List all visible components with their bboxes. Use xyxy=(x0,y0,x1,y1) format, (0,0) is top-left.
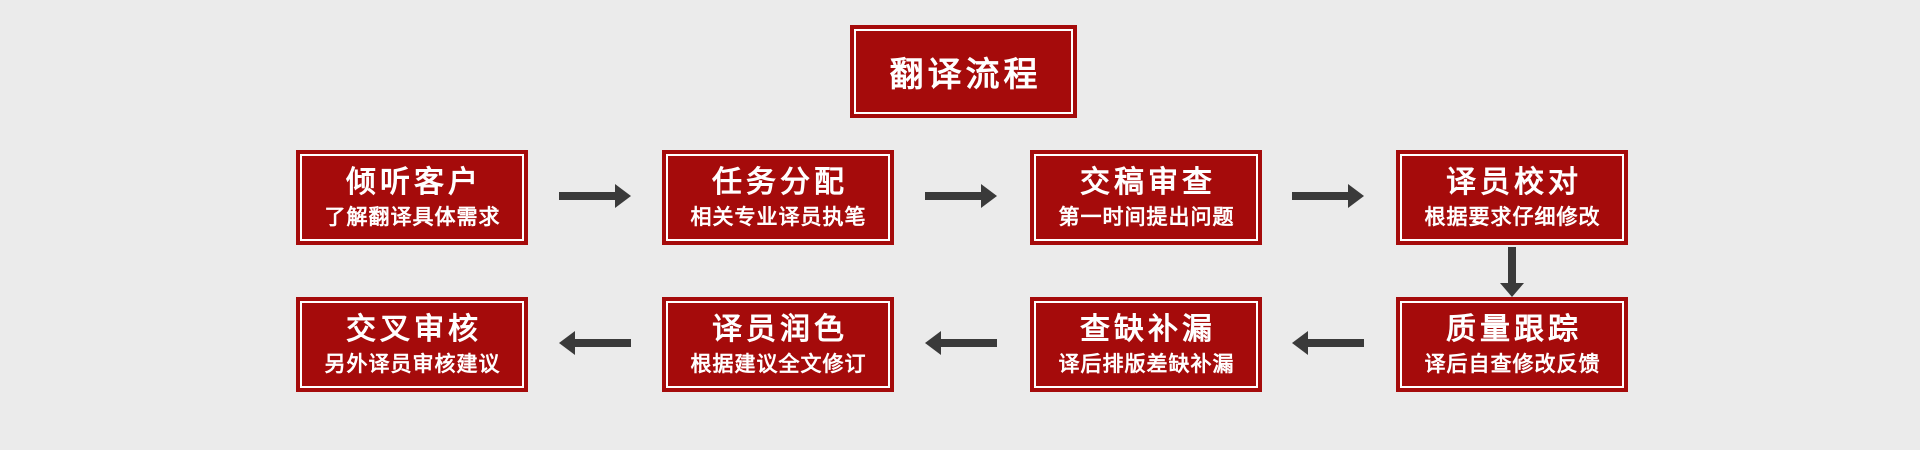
step-box-quality-tracking: 质量跟踪 译后自查修改反馈 xyxy=(1396,297,1628,392)
arrow-right-icon xyxy=(1292,184,1364,208)
flowchart-title: 翻译流程 xyxy=(889,55,1042,95)
step-box-gap-filling: 查缺补漏 译后排版差缺补漏 xyxy=(1030,297,1262,392)
step-title: 交叉审核 xyxy=(346,311,482,347)
step-subtitle: 译后自查修改反馈 xyxy=(1424,351,1601,376)
step-subtitle: 另外译员审核建议 xyxy=(324,351,501,376)
step-title: 质量跟踪 xyxy=(1446,311,1582,347)
step-box-listen-customer: 倾听客户 了解翻译具体需求 xyxy=(296,150,528,245)
step-title: 任务分配 xyxy=(712,164,848,200)
step-title: 查缺补漏 xyxy=(1080,311,1216,347)
step-box-translator-proofreading: 译员校对 根据要求仔细修改 xyxy=(1396,150,1628,245)
step-subtitle: 第一时间提出问题 xyxy=(1058,204,1235,229)
step-title: 译员润色 xyxy=(712,311,848,347)
step-box-cross-review: 交叉审核 另外译员审核建议 xyxy=(296,297,528,392)
step-title: 倾听客户 xyxy=(346,164,482,200)
step-subtitle: 了解翻译具体需求 xyxy=(324,204,501,229)
step-box-draft-review: 交稿审查 第一时间提出问题 xyxy=(1030,150,1262,245)
arrow-right-icon xyxy=(559,184,631,208)
step-box-translator-polish: 译员润色 根据建议全文修订 xyxy=(662,297,894,392)
step-subtitle: 根据要求仔细修改 xyxy=(1424,204,1601,229)
flowchart-title-box: 翻译流程 xyxy=(850,25,1077,118)
arrow-left-icon xyxy=(1292,331,1364,355)
arrow-left-icon xyxy=(925,331,997,355)
step-title: 译员校对 xyxy=(1446,164,1582,200)
flowchart-title-inner: 翻译流程 xyxy=(854,29,1073,114)
step-subtitle: 根据建议全文修订 xyxy=(690,351,867,376)
step-box-task-assignment: 任务分配 相关专业译员执笔 xyxy=(662,150,894,245)
step-subtitle: 相关专业译员执笔 xyxy=(690,204,867,229)
step-title: 交稿审查 xyxy=(1080,164,1216,200)
arrow-left-icon xyxy=(559,331,631,355)
arrow-down-icon xyxy=(1500,247,1524,297)
arrow-right-icon xyxy=(925,184,997,208)
step-subtitle: 译后排版差缺补漏 xyxy=(1058,351,1235,376)
